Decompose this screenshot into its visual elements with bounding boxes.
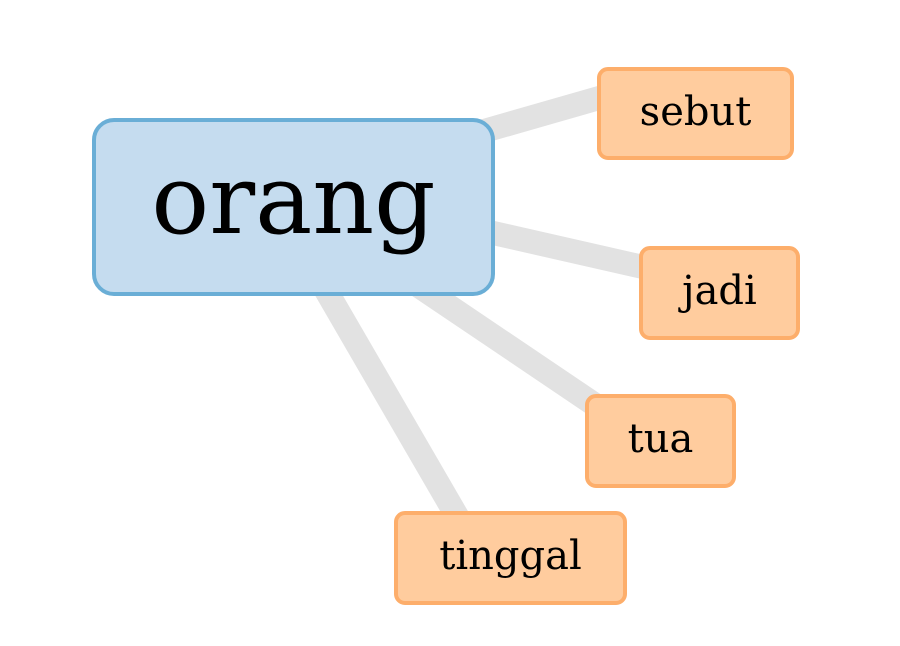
- edge-orang-jadi: [477, 218, 668, 284]
- leaf-node-label: jadi: [682, 268, 757, 314]
- center-node-label: orang: [151, 144, 436, 256]
- leaf-node-sebut: sebut: [597, 67, 794, 160]
- edge-orang-tua: [403, 270, 617, 425]
- leaf-node-jadi: jadi: [639, 246, 800, 340]
- center-node-orang: orang: [92, 118, 495, 296]
- leaf-node-label: tinggal: [439, 533, 582, 579]
- edge-orang-sebut: [466, 80, 624, 147]
- leaf-node-tinggal: tinggal: [394, 511, 627, 605]
- edge-orang-tinggal: [309, 273, 476, 537]
- leaf-node-label: tua: [627, 416, 694, 462]
- leaf-node-tua: tua: [585, 394, 736, 488]
- leaf-node-label: sebut: [639, 88, 752, 135]
